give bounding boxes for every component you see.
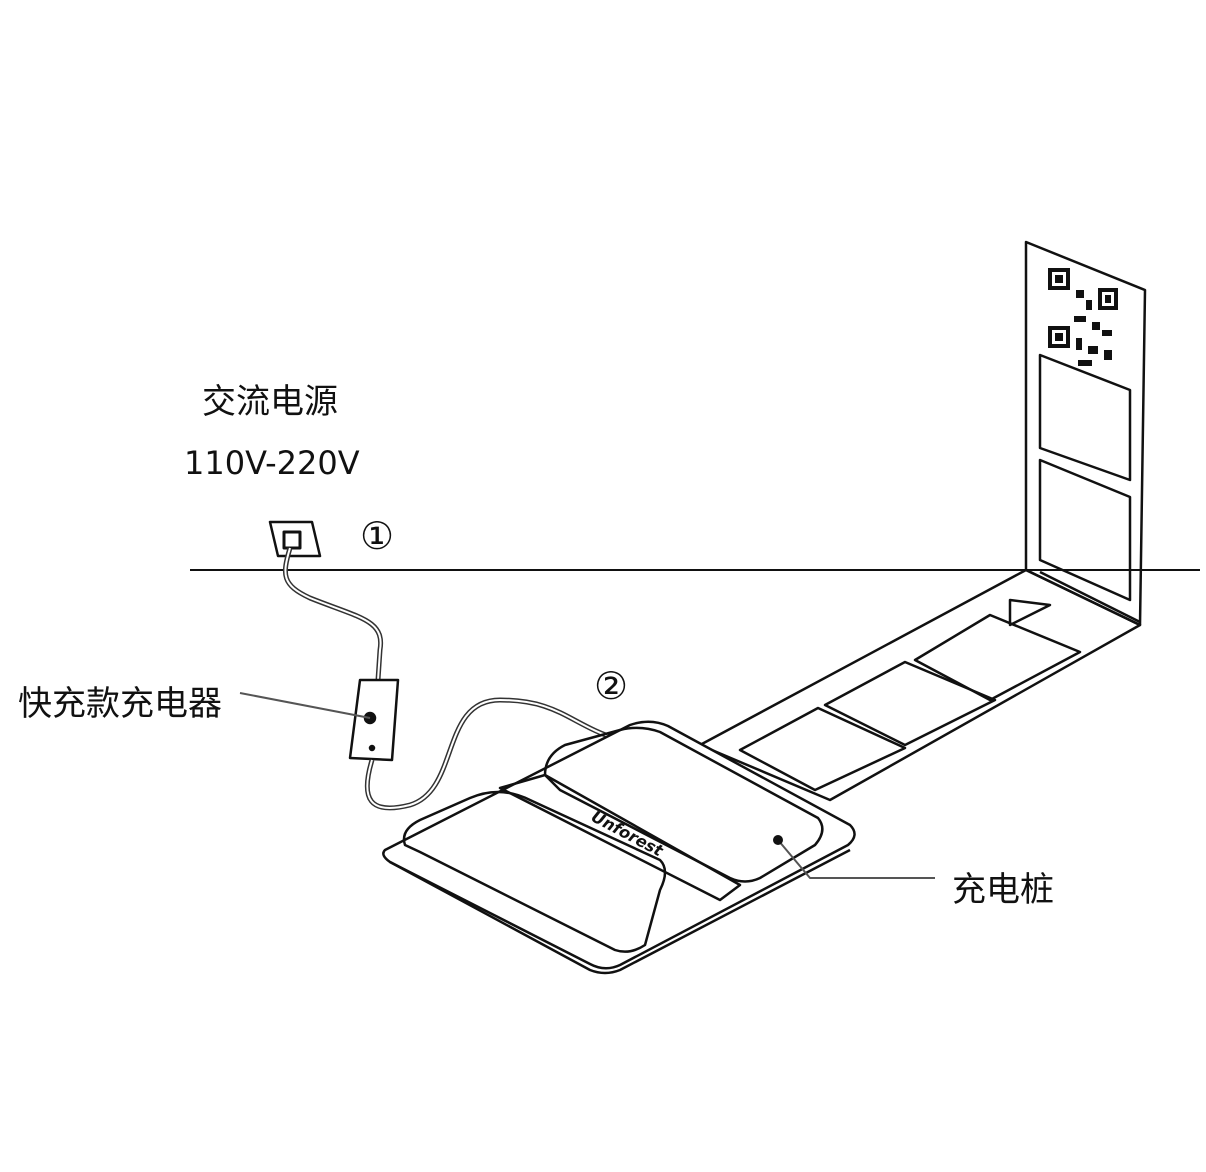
fast-charger	[348, 678, 400, 762]
floor-track	[698, 568, 1142, 802]
step-2-marker: ②	[594, 664, 629, 708]
step-1-marker: ①	[360, 514, 395, 558]
charging-pad: Unforest	[382, 720, 856, 975]
charging-pile-label: 充电桩	[952, 870, 1054, 910]
qr-sign-panel	[1024, 240, 1147, 627]
charger-leader	[239, 692, 371, 719]
voltage-label: 110V-220V	[184, 444, 360, 482]
power-source-label: 交流电源	[202, 382, 338, 422]
qr-code	[1048, 268, 1118, 366]
wall-outlet	[268, 520, 322, 558]
pile-leader	[777, 839, 935, 879]
charger-label: 快充款充电器	[18, 684, 222, 724]
ac-cable	[282, 547, 384, 681]
